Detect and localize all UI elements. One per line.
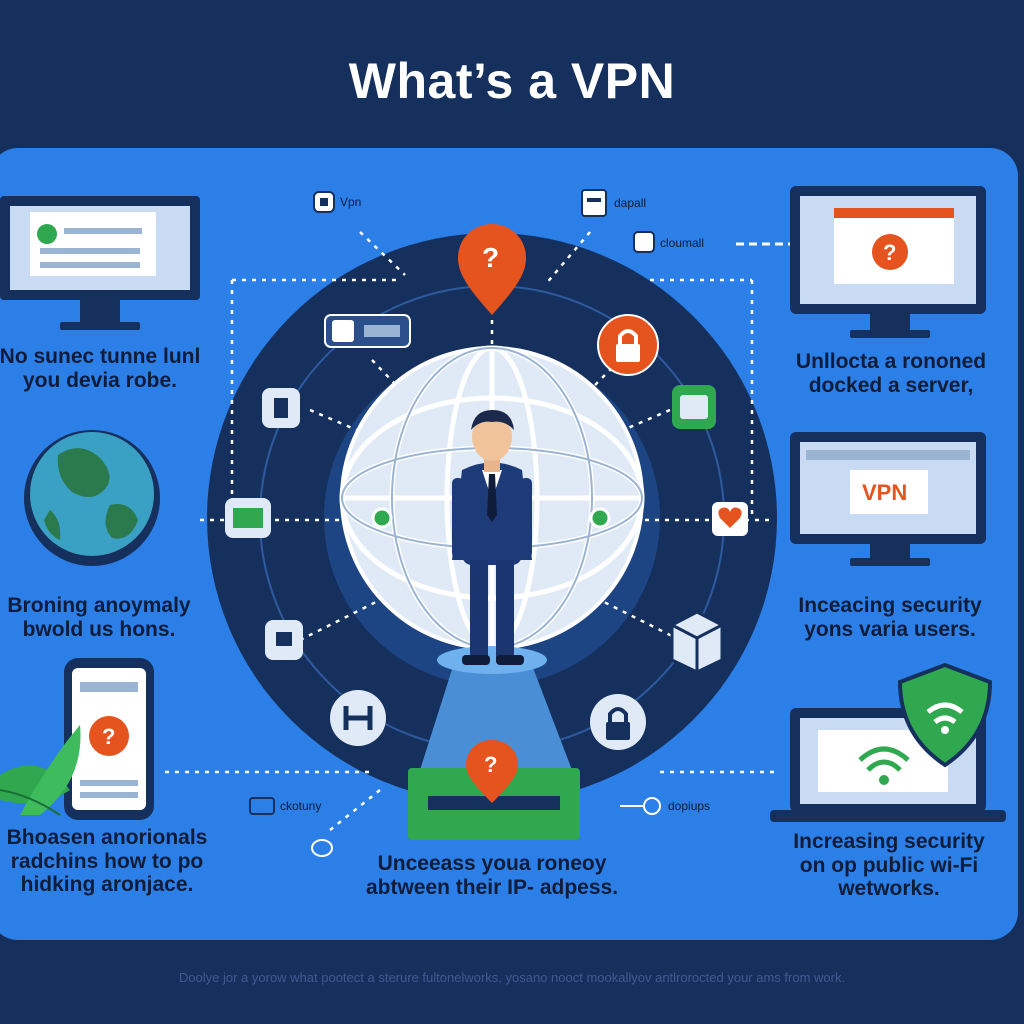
network-icon: [265, 620, 303, 660]
card-small-icon: [249, 797, 275, 815]
padlock-icon: [590, 694, 646, 750]
vpn-monitor-text: VPN: [862, 480, 908, 505]
caption-right-2: Inceacing security yons varia users.: [798, 594, 982, 641]
caption-left-3: Bhoasen anorionals radchins how to po hi…: [6, 826, 208, 897]
leaf-icon: [0, 725, 81, 816]
label-bottom-left: ckotuny: [280, 799, 322, 813]
caption-left-1: No sunec tunne lunl you devia robe.: [0, 345, 201, 392]
phone-icon: [64, 658, 154, 820]
monitor-icon: [790, 432, 986, 566]
label-vpn: Vpn: [340, 195, 362, 209]
shield-wifi-icon: [897, 662, 993, 768]
lock-pin-icon: [597, 314, 659, 376]
question-mark: ?: [484, 752, 498, 777]
footer-text: Doolye jor a yorow what pootect a sterur…: [178, 970, 846, 985]
monitor-icon: [790, 186, 986, 338]
page-title: What’s a VPN: [348, 53, 676, 109]
question-mark: ?: [102, 724, 116, 749]
question-pin-icon: [466, 740, 518, 803]
caption-right-3: Increasing security on op public wi-Fi w…: [793, 830, 985, 901]
question-mark: ?: [883, 240, 897, 265]
tag-small-icon: [633, 231, 655, 253]
router-icon: [408, 768, 580, 840]
browser-icon: [324, 314, 411, 348]
label-bottom-right: dopiups: [668, 799, 711, 813]
monitor-icon: [0, 196, 200, 330]
label-mid-right: cloumall: [660, 236, 705, 250]
label-top-right: dapall: [614, 196, 647, 210]
question-mark: ?: [482, 242, 500, 273]
folder-icon: [225, 498, 271, 538]
vpn-small-icon: [313, 191, 335, 213]
caption-right-1: Unllocta a rononed docked a server,: [795, 350, 987, 397]
caption-bottom: Unceeass youa roneoy abtween their IP- a…: [365, 852, 619, 899]
adapter-icon: [330, 690, 386, 746]
light-beam: [420, 646, 572, 770]
doc-small-icon: [581, 189, 607, 217]
question-pin-icon: [458, 224, 526, 315]
box-icon: [670, 610, 724, 674]
key-small-icon: [620, 797, 661, 815]
person-icon: [452, 410, 532, 665]
globe-icon: [24, 430, 160, 566]
device-icon: [262, 388, 300, 428]
heart-icon: [712, 502, 748, 536]
bug-small-icon: [311, 839, 333, 857]
server-icon: [672, 385, 716, 429]
caption-left-2: Broning anoymaly bwold us hons.: [7, 594, 191, 641]
